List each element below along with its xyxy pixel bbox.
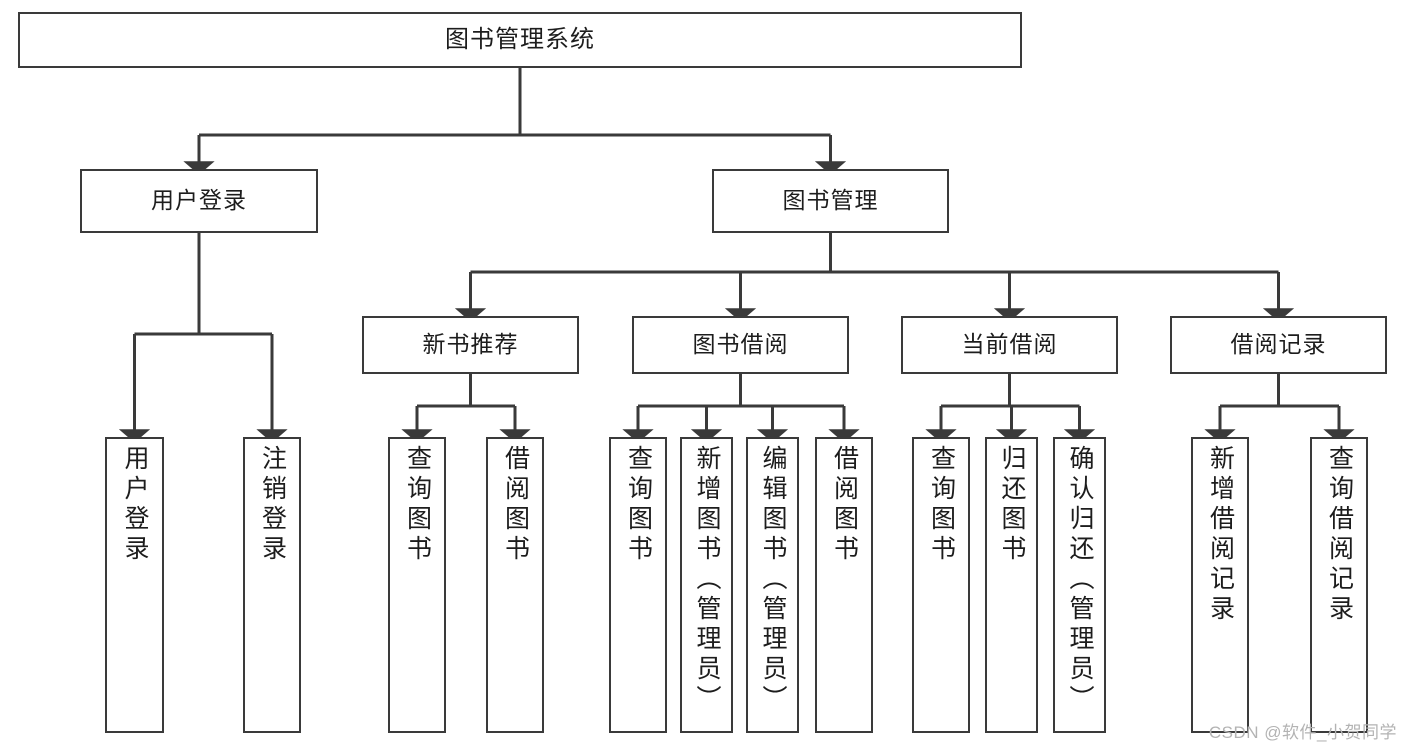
node-label-leaf-confirm-return: 确认归还（管理员） (1066, 445, 1094, 715)
node-leaf-add-book[interactable]: 新增图书（管理员） (680, 437, 733, 733)
node-label-leaf-logout: 注销登录 (258, 445, 287, 565)
node-label-book-management: 图书管理 (782, 187, 879, 214)
node-label-new-book-recommend: 新书推荐 (422, 331, 519, 358)
node-label-user-login: 用户登录 (151, 187, 247, 214)
node-root[interactable]: 图书管理系统 (18, 12, 1022, 68)
node-label-borrow-record: 借阅记录 (1230, 331, 1327, 358)
node-book-management[interactable]: 图书管理 (712, 169, 949, 233)
node-label-leaf-user-login: 用户登录 (121, 445, 149, 565)
node-label-leaf-query-book-3: 查询图书 (927, 445, 956, 565)
node-borrow-record[interactable]: 借阅记录 (1170, 316, 1387, 374)
node-new-book-recommend[interactable]: 新书推荐 (362, 316, 579, 374)
node-label-leaf-edit-book: 编辑图书（管理员） (759, 445, 787, 715)
node-label-leaf-return-book: 归还图书 (998, 445, 1026, 565)
node-leaf-query-record[interactable]: 查询借阅记录 (1310, 437, 1368, 733)
node-leaf-edit-book[interactable]: 编辑图书（管理员） (746, 437, 799, 733)
node-label-root: 图书管理系统 (445, 25, 595, 53)
node-user-login[interactable]: 用户登录 (80, 169, 318, 233)
node-label-leaf-borrow-book-2: 借阅图书 (830, 445, 859, 565)
node-leaf-borrow-book-2[interactable]: 借阅图书 (815, 437, 873, 733)
node-leaf-user-login[interactable]: 用户登录 (105, 437, 164, 733)
node-label-current-borrow: 当前借阅 (961, 331, 1058, 358)
connector-group (118, 68, 1355, 443)
node-label-leaf-query-record: 查询借阅记录 (1325, 445, 1354, 625)
node-leaf-query-book-2[interactable]: 查询图书 (609, 437, 667, 733)
node-book-borrow[interactable]: 图书借阅 (632, 316, 849, 374)
node-label-leaf-add-record: 新增借阅记录 (1206, 445, 1235, 625)
node-leaf-return-book[interactable]: 归还图书 (985, 437, 1038, 733)
node-label-leaf-add-book: 新增图书（管理员） (693, 445, 721, 715)
node-leaf-borrow-book-1[interactable]: 借阅图书 (486, 437, 544, 733)
node-label-leaf-query-book-2: 查询图书 (624, 445, 653, 565)
node-label-leaf-borrow-book-1: 借阅图书 (501, 445, 530, 565)
node-leaf-logout[interactable]: 注销登录 (243, 437, 301, 733)
node-leaf-query-book-3[interactable]: 查询图书 (912, 437, 970, 733)
node-current-borrow[interactable]: 当前借阅 (901, 316, 1118, 374)
node-leaf-add-record[interactable]: 新增借阅记录 (1191, 437, 1249, 733)
node-label-book-borrow: 图书借阅 (692, 331, 789, 358)
node-leaf-query-book-1[interactable]: 查询图书 (388, 437, 446, 733)
node-label-leaf-query-book-1: 查询图书 (403, 445, 432, 565)
node-leaf-confirm-return[interactable]: 确认归还（管理员） (1053, 437, 1106, 733)
watermark-text: CSDN @软件_小贺同学 (1208, 723, 1397, 742)
